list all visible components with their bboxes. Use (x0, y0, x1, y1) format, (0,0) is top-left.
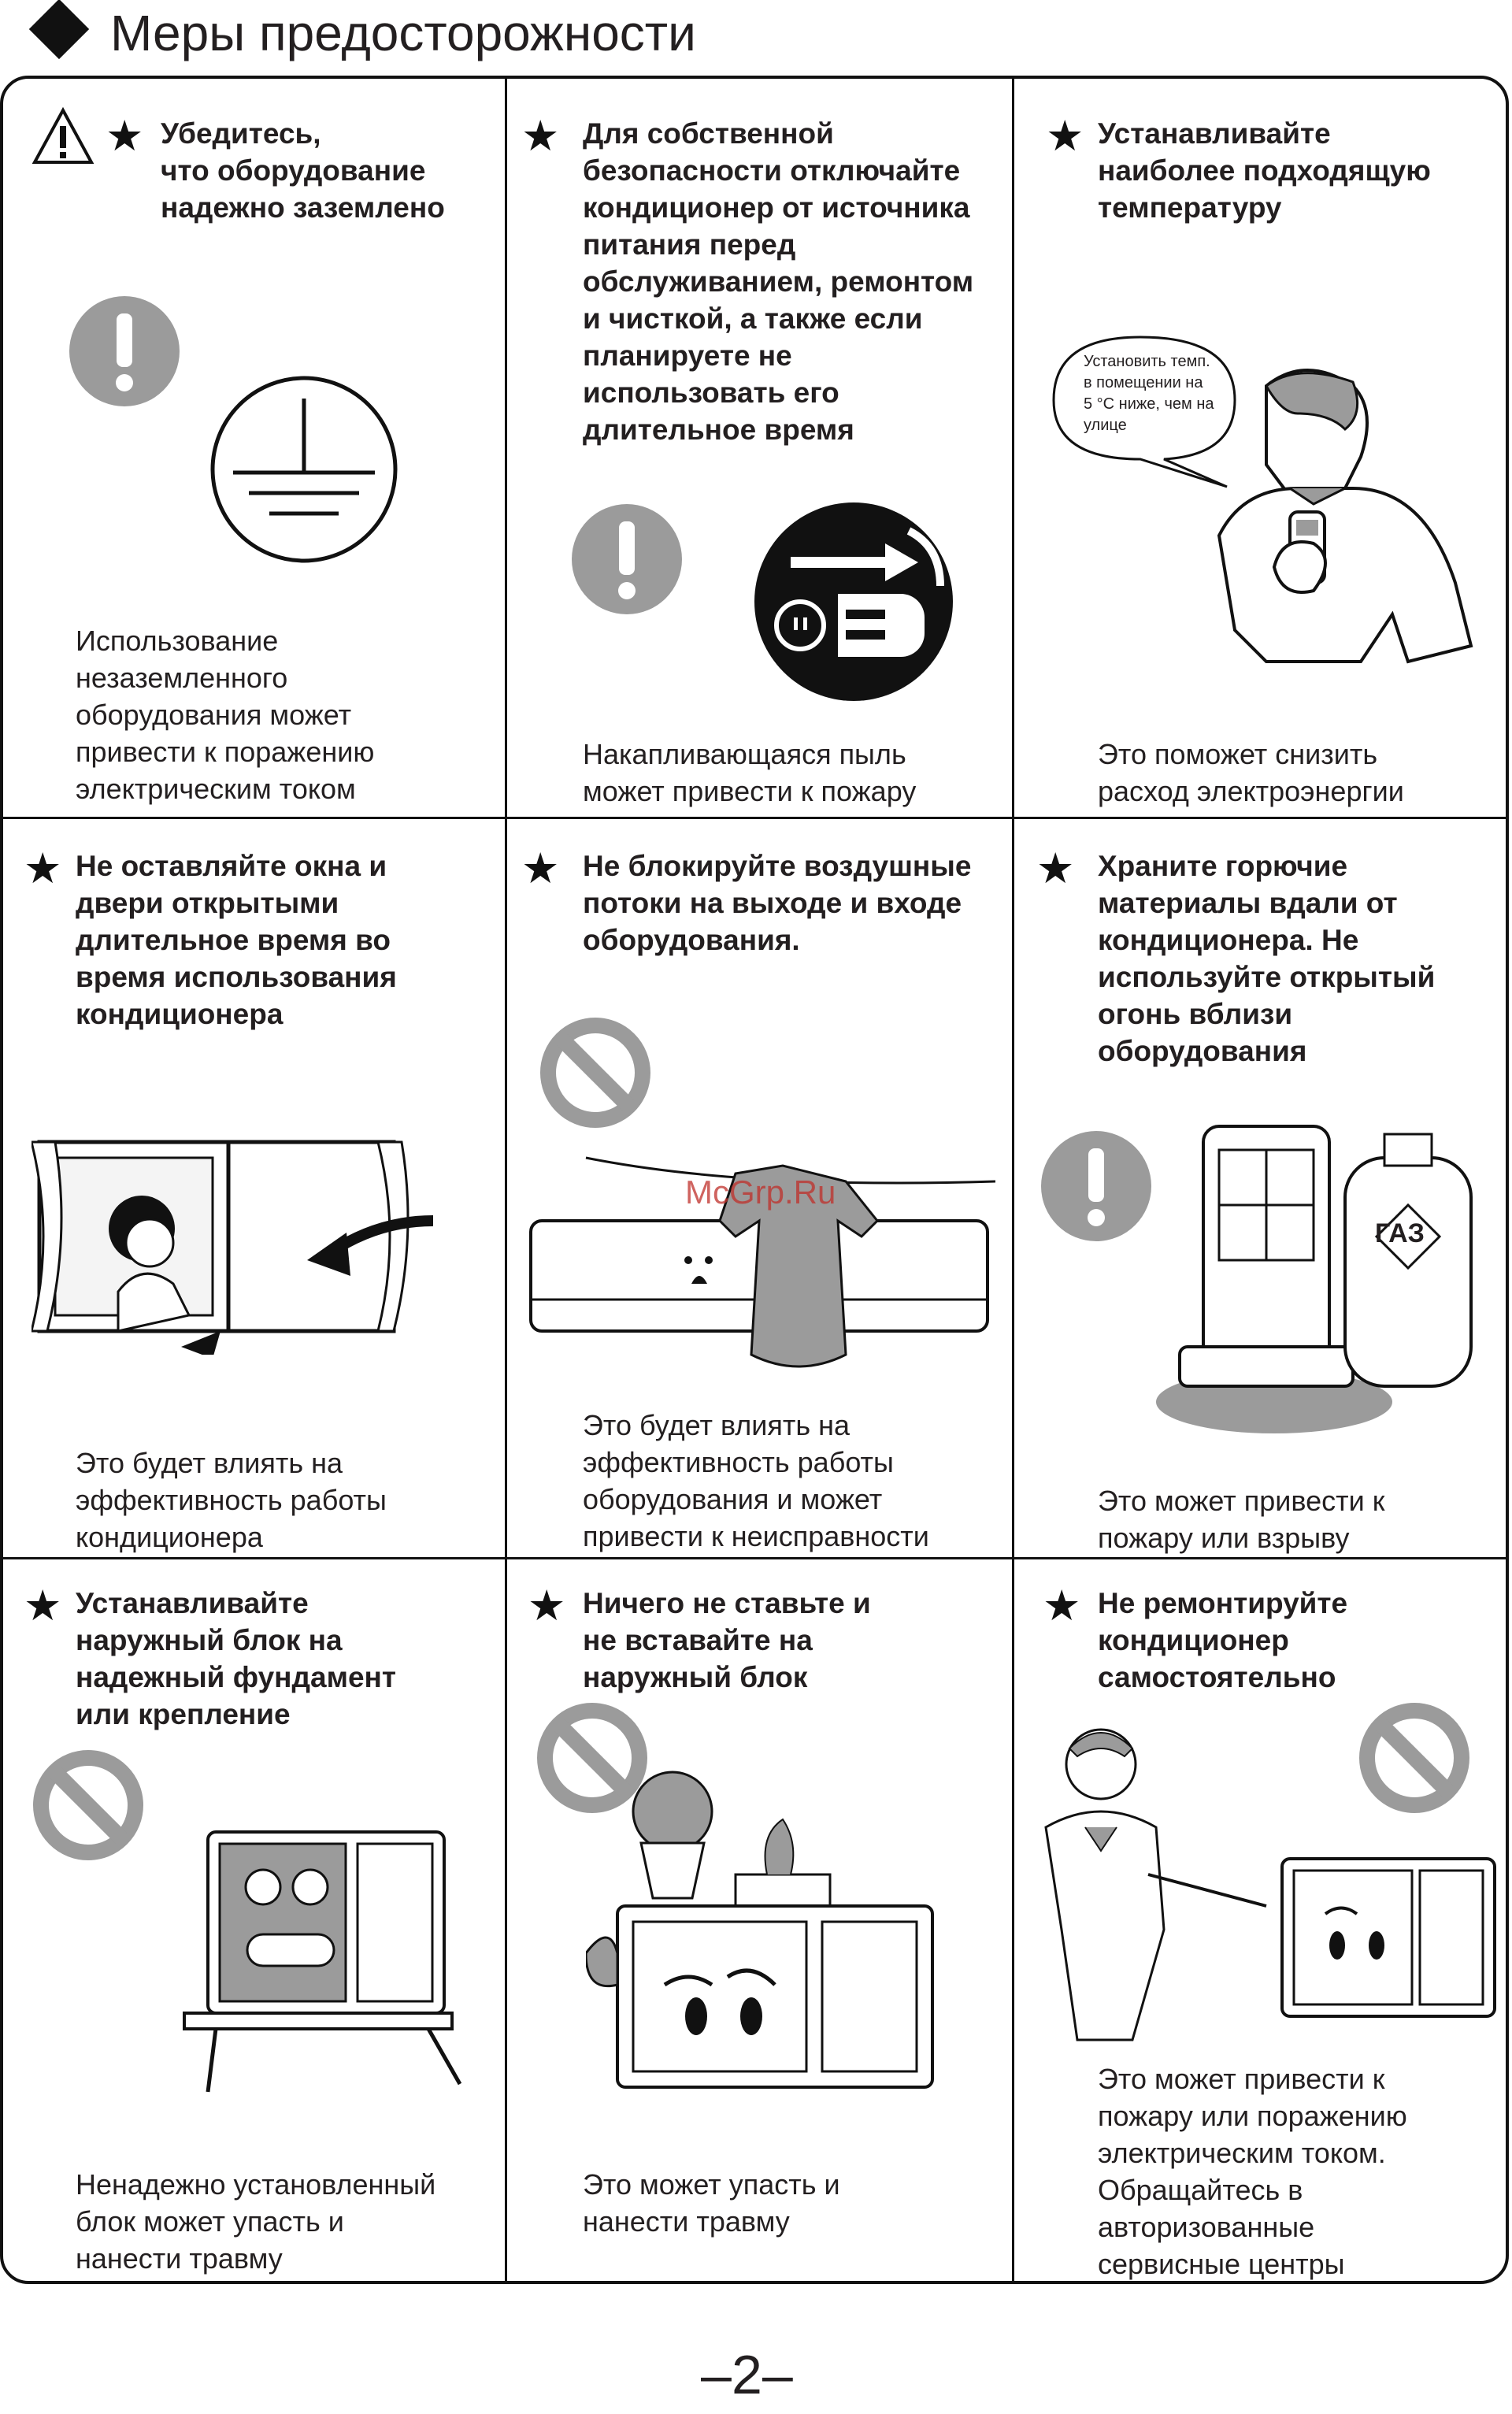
star-icon: ★ (528, 1582, 566, 1630)
man-with-remote-illustration (1217, 369, 1473, 664)
cell-airflow: ★ Не блокируйте воздушные потоки на выхо… (507, 819, 1014, 1559)
page-number: –2– (701, 2343, 793, 2406)
diamond-bullet-icon (28, 0, 90, 60)
cell-description: Накапливающаяся пыль может привести к по… (583, 738, 917, 807)
items-on-outdoor-unit-illustration (586, 1771, 934, 2089)
heater-gas-cylinder-illustration (1156, 1125, 1473, 1433)
cell-title: Не оставляйте окна и двери открытыми дли… (76, 850, 397, 1030)
gas-label: ГАЗ (1375, 1218, 1425, 1248)
cell-temperature: ★ Устанавливайте наиболее подходящую тем… (1014, 79, 1506, 819)
cell-no-self-repair: ★ Не ремонтируйте кондиционер самостояте… (1014, 1559, 1506, 2281)
mandatory-exclamation-icon (1041, 1131, 1151, 1241)
star-icon: ★ (1036, 845, 1075, 892)
cell-description: Это может привести к пожару или взрыву (1098, 1485, 1385, 1554)
cell-title: Устанавливайте наиболее подходящую темпе… (1098, 117, 1431, 224)
cell-title: Не блокируйте воздушные потоки на выходе… (583, 850, 972, 956)
star-icon: ★ (521, 845, 560, 892)
page-header: Меры предосторожности (28, 0, 1367, 66)
dash-right: – (762, 2344, 793, 2405)
unstable-outdoor-unit-illustration (183, 1830, 462, 2093)
page-number-value: 2 (731, 2344, 762, 2405)
cell-description: Это будет влиять на эффективность работы… (583, 1409, 929, 1552)
cell-description: Это может упасть и нанести травму (583, 2168, 840, 2238)
cell-foundation: ★ Устанавливайте наружный блок на надежн… (3, 1559, 507, 2281)
cell-title: Храните горючие материалы вдали от конди… (1098, 850, 1436, 1067)
dash-left: – (701, 2344, 732, 2405)
ground-symbol-icon (210, 376, 398, 563)
watermark: McGrp.Ru (685, 1174, 836, 1211)
cell-description: Это поможет снизить расход электроэнерги… (1098, 738, 1404, 807)
prohibited-icon (33, 1750, 143, 1860)
cell-description: Ненадежно установленный блок может упаст… (76, 2168, 436, 2275)
blocked-indoor-unit-illustration (529, 1156, 995, 1368)
cell-title: Устанавливайте наружный блок на надежный… (76, 1587, 396, 1730)
star-icon: ★ (1046, 113, 1084, 160)
cell-description: Это может привести к пожару или поражени… (1098, 2063, 1407, 2280)
star-icon: ★ (106, 113, 144, 160)
cell-description: Использование незаземленного оборудовани… (76, 625, 375, 805)
man-repairing-unit-illustration (1044, 1728, 1496, 2041)
unplug-icon (754, 502, 953, 701)
star-icon: ★ (24, 1582, 62, 1630)
prohibited-icon (540, 1018, 650, 1128)
cell-description: Это будет влиять на эффективность работы… (76, 1447, 387, 1553)
cell-disconnect-power: ★ Для собственной безопасности отключайт… (507, 79, 1014, 819)
cell-nothing-on-unit: ★ Ничего не ставьте и не вставайте на на… (507, 1559, 1014, 2281)
cell-title: Убедитесь, что оборудование надежно зазе… (161, 117, 445, 224)
star-icon: ★ (24, 845, 62, 892)
prohibited-icon (537, 1703, 647, 1813)
page-title: Меры предосторожности (110, 5, 696, 61)
cell-title: Не ремонтируйте кондиционер самостоятель… (1098, 1587, 1348, 1693)
cell-title: Ничего не ставьте и не вставайте на нару… (583, 1587, 871, 1693)
speech-bubble (1052, 336, 1236, 488)
star-icon: ★ (521, 113, 560, 160)
mandatory-exclamation-icon (572, 504, 682, 614)
prohibited-icon (1359, 1703, 1469, 1813)
open-window-illustration (32, 1140, 434, 1355)
cell-windows-doors: ★ Не оставляйте окна и двери открытыми д… (3, 819, 507, 1559)
precautions-grid: ★ Убедитесь, что оборудование надежно за… (0, 76, 1509, 2284)
cell-flammables: ★ Храните горючие материалы вдали от кон… (1014, 819, 1506, 1559)
mandatory-exclamation-icon (69, 296, 180, 406)
cell-grounding: ★ Убедитесь, что оборудование надежно за… (3, 79, 507, 819)
speech-bubble-text: Установить темп. в помещении на 5 °C ниж… (1084, 353, 1214, 434)
cell-title: Для собственной безопасности отключайте … (583, 117, 974, 446)
warning-triangle-icon (32, 107, 94, 164)
star-icon: ★ (1043, 1582, 1081, 1630)
